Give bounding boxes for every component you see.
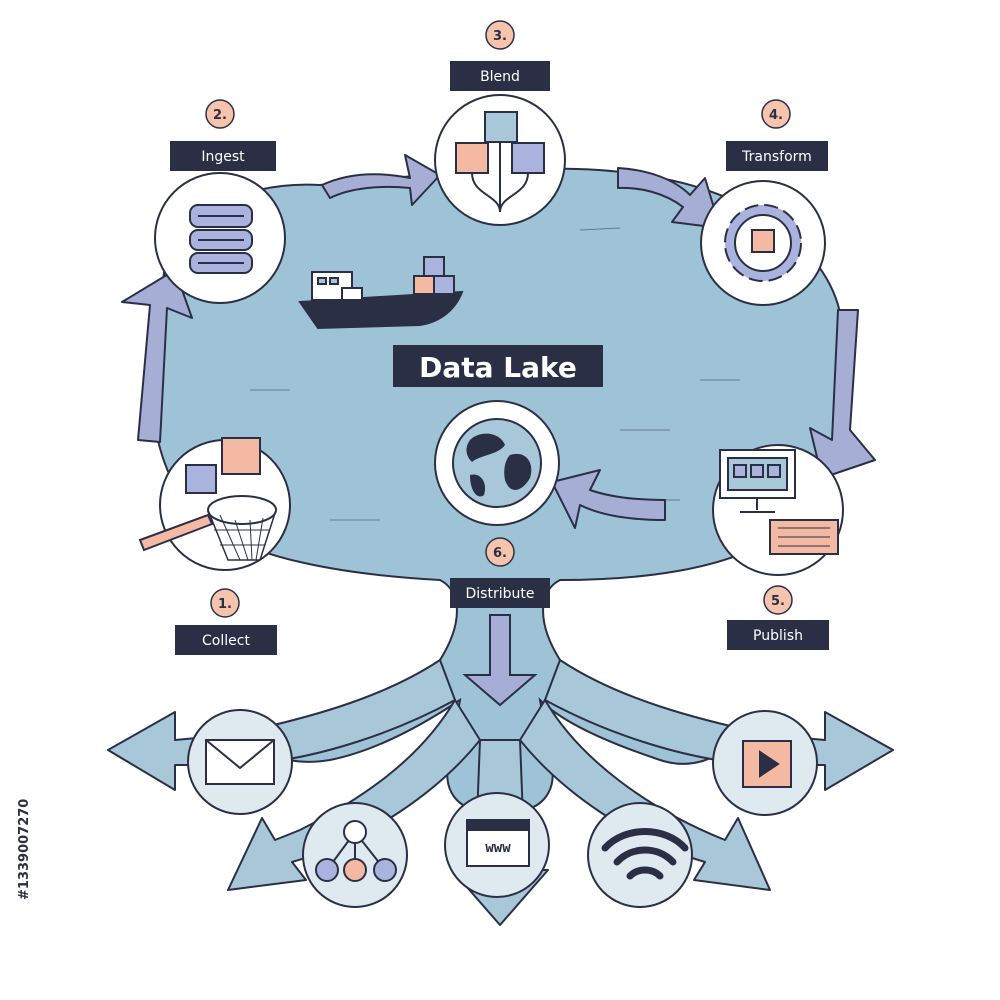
step-badge <box>761 99 791 129</box>
database-icon <box>189 204 253 274</box>
step-label-box <box>450 578 550 608</box>
gear-with-cube-icon <box>724 204 802 282</box>
wifi-icon <box>601 828 689 880</box>
page-title: Data Lake <box>419 351 577 384</box>
step-label: Collect <box>202 633 250 649</box>
computer-with-keyboard-icon <box>719 449 839 555</box>
title-label: Data Lake <box>393 345 603 387</box>
web-icon <box>466 819 530 867</box>
video-play-icon <box>742 740 792 788</box>
distribute-arrow <box>462 614 538 707</box>
side-id-text: #1339007270 <box>17 799 32 900</box>
cargo-ship-icon <box>298 256 464 330</box>
step-label: Ingest <box>201 149 245 165</box>
arrow-transform-to-publish <box>809 309 876 479</box>
step-blend: 3. Blend <box>450 20 550 91</box>
step-badge <box>205 99 235 129</box>
step-label: Distribute <box>466 586 535 602</box>
step-badge <box>210 588 240 618</box>
svg-text:2.: 2. <box>213 108 227 123</box>
arrow-collect-to-ingest <box>121 269 193 443</box>
svg-text:4.: 4. <box>769 108 783 123</box>
svg-text:3.: 3. <box>493 29 507 44</box>
step-distribute: 6. Distribute <box>450 537 550 608</box>
arrow-ingest-to-blend <box>321 154 441 206</box>
step-transform: 4. Transform <box>726 99 828 171</box>
step-label-box <box>726 141 828 171</box>
step-badge <box>485 537 515 567</box>
step-label-box <box>727 620 829 650</box>
svg-text:6.: 6. <box>493 546 507 561</box>
network-icon <box>315 820 397 882</box>
step-badge <box>485 20 515 50</box>
wifi-circle <box>587 802 693 908</box>
step-label-box <box>450 61 550 91</box>
step-label: Publish <box>753 628 803 644</box>
arrow-publish-to-globe <box>551 469 666 529</box>
step-label: Blend <box>480 69 520 85</box>
step-badge <box>763 585 793 615</box>
email-icon <box>205 739 275 785</box>
svg-text:5.: 5. <box>771 594 785 609</box>
flow-arrows <box>121 154 876 529</box>
step-label-box <box>170 141 276 171</box>
step-ingest: 2. Ingest <box>170 99 276 171</box>
net-with-cubes-icon <box>138 437 277 561</box>
step-label: Transform <box>741 149 812 165</box>
web-icon-label: www <box>485 840 511 856</box>
blended-cubes-icon <box>455 111 545 213</box>
step-publish: 5. Publish <box>727 585 829 650</box>
step-collect: 1. Collect <box>175 588 277 655</box>
globe-icon <box>452 418 542 508</box>
svg-text:1.: 1. <box>218 597 232 612</box>
step-label-box <box>175 625 277 655</box>
arrow-blend-to-transform <box>617 167 721 229</box>
